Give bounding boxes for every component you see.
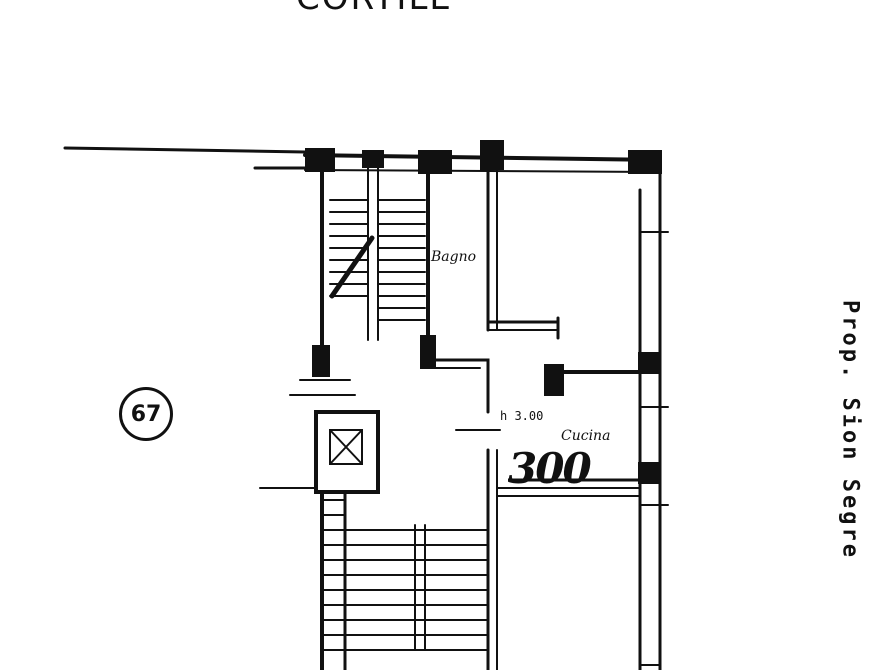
stair-treads-upper [329,199,426,321]
parcel-number-badge: 67 [119,387,173,441]
pillar [544,364,564,396]
window-right-top [639,231,661,408]
passage-wall [426,358,490,414]
pillar [638,352,660,374]
pillar [362,150,384,168]
pillars [305,140,662,484]
parcel-number: 67 [130,401,162,427]
pillar [418,150,452,174]
elevator-car [329,429,363,465]
stair-treads-lower [344,529,489,651]
pillar [480,140,504,170]
room-label-bagno: Bagno [431,249,477,265]
pillar [638,462,660,484]
stair-break-line [329,235,375,299]
window-right-bottom [639,504,661,666]
elevator-shaft [314,410,380,494]
height-note: h 3.00 [500,409,544,423]
pillar [628,150,662,174]
pillar [305,148,335,172]
boundary-line [63,146,307,154]
pillar [420,335,436,369]
top-wall-inner [304,169,661,173]
neighbor-property-label: Prop. Sion Segre [837,300,863,560]
room-label-cucina: Cucina [561,428,611,444]
dimension-number: 300 [508,444,592,493]
top-label: CORTILE [296,0,453,18]
pillar [312,345,330,377]
